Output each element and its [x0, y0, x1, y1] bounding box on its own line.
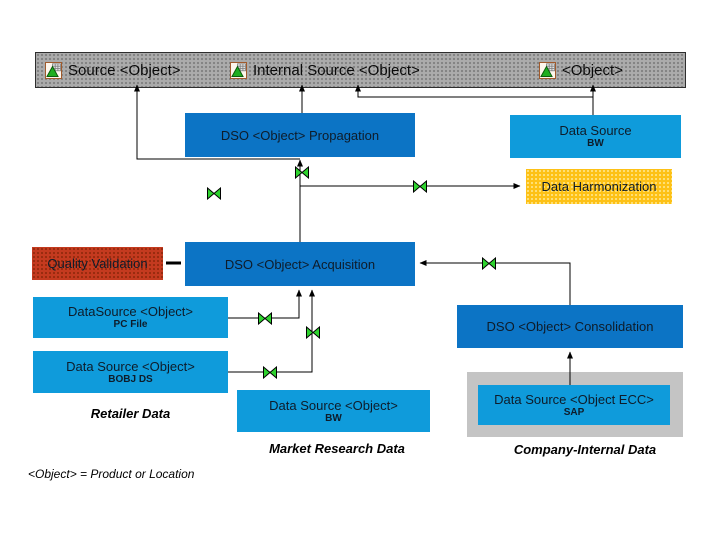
connector-bobj-to-acquisition — [228, 289, 315, 373]
datasource-bw-bottom-box: Data Source <Object> BW — [237, 390, 430, 432]
master-data-object-icon — [230, 61, 247, 79]
datasource-bobj-sublabel: BOBJ DS — [108, 373, 153, 385]
datasource-bw-top-box: Data Source BW — [510, 115, 681, 158]
master-data-object-icon — [539, 61, 556, 79]
bar-item-internal-source: Internal Source <Object> — [230, 53, 420, 87]
caption-company-internal-data: Company-Internal Data — [513, 442, 657, 457]
caption-market-research-data: Market Research Data — [269, 441, 405, 456]
datasource-pcfile-label: DataSource <Object> — [67, 304, 194, 319]
transformation-icon — [295, 166, 309, 179]
datasource-bw-bottom-label: Data Source <Object> — [269, 397, 398, 413]
master-data-object-icon — [45, 61, 62, 79]
datasource-bw-top-sublabel: BW — [587, 138, 604, 149]
quality-validation-box: Quality Validation — [32, 247, 163, 280]
transformation-icon — [263, 366, 277, 379]
datasource-pcfile-box: DataSource <Object> PC File — [33, 297, 228, 338]
dso-acquisition-label: DSO <Object> Acquisition — [224, 256, 376, 272]
dso-propagation-box: DSO <Object> Propagation — [185, 113, 415, 157]
datasource-pcfile-sublabel: PC File — [113, 319, 148, 330]
datasource-ecc-box: Data Source <Object ECC> SAP — [478, 385, 670, 425]
dso-consolidation-label: DSO <Object> Consolidation — [486, 319, 654, 334]
transformation-icon — [306, 326, 320, 339]
bar-item-label: <Object> — [562, 61, 623, 79]
datasource-bobj-label: Data Source <Object> — [66, 358, 195, 374]
data-harmonization-box: Data Harmonization — [526, 169, 672, 204]
datasource-bw-top-label: Data Source — [559, 123, 632, 138]
datasource-ecc-label: Data Source <Object ECC> — [494, 391, 654, 407]
quality-validation-label: Quality Validation — [47, 256, 148, 271]
transformation-icon — [482, 257, 496, 270]
transformation-icon — [413, 180, 427, 193]
footnote-object-definition: <Object> = Product or Location — [28, 467, 195, 481]
datasource-bobj-box: Data Source <Object> BOBJ DS — [33, 351, 228, 393]
bar-item-source-object: Source <Object> — [45, 53, 181, 87]
bar-item-label: Internal Source <Object> — [253, 61, 420, 79]
transformation-icon — [258, 312, 272, 325]
datasource-bw-bottom-sublabel: BW — [325, 412, 342, 424]
dso-propagation-label: DSO <Object> Propagation — [220, 127, 380, 143]
bar-item-object: <Object> — [539, 53, 623, 87]
dso-acquisition-box: DSO <Object> Acquisition — [185, 242, 415, 286]
sources-bar: Source <Object> Internal Source <Object> — [35, 52, 686, 88]
bar-item-label: Source <Object> — [68, 61, 181, 79]
datasource-ecc-sublabel: SAP — [563, 406, 585, 418]
transformation-icon — [207, 187, 221, 200]
data-harmonization-label: Data Harmonization — [541, 179, 657, 194]
dso-consolidation-box: DSO <Object> Consolidation — [457, 305, 683, 348]
caption-retailer-data: Retailer Data — [90, 406, 171, 421]
